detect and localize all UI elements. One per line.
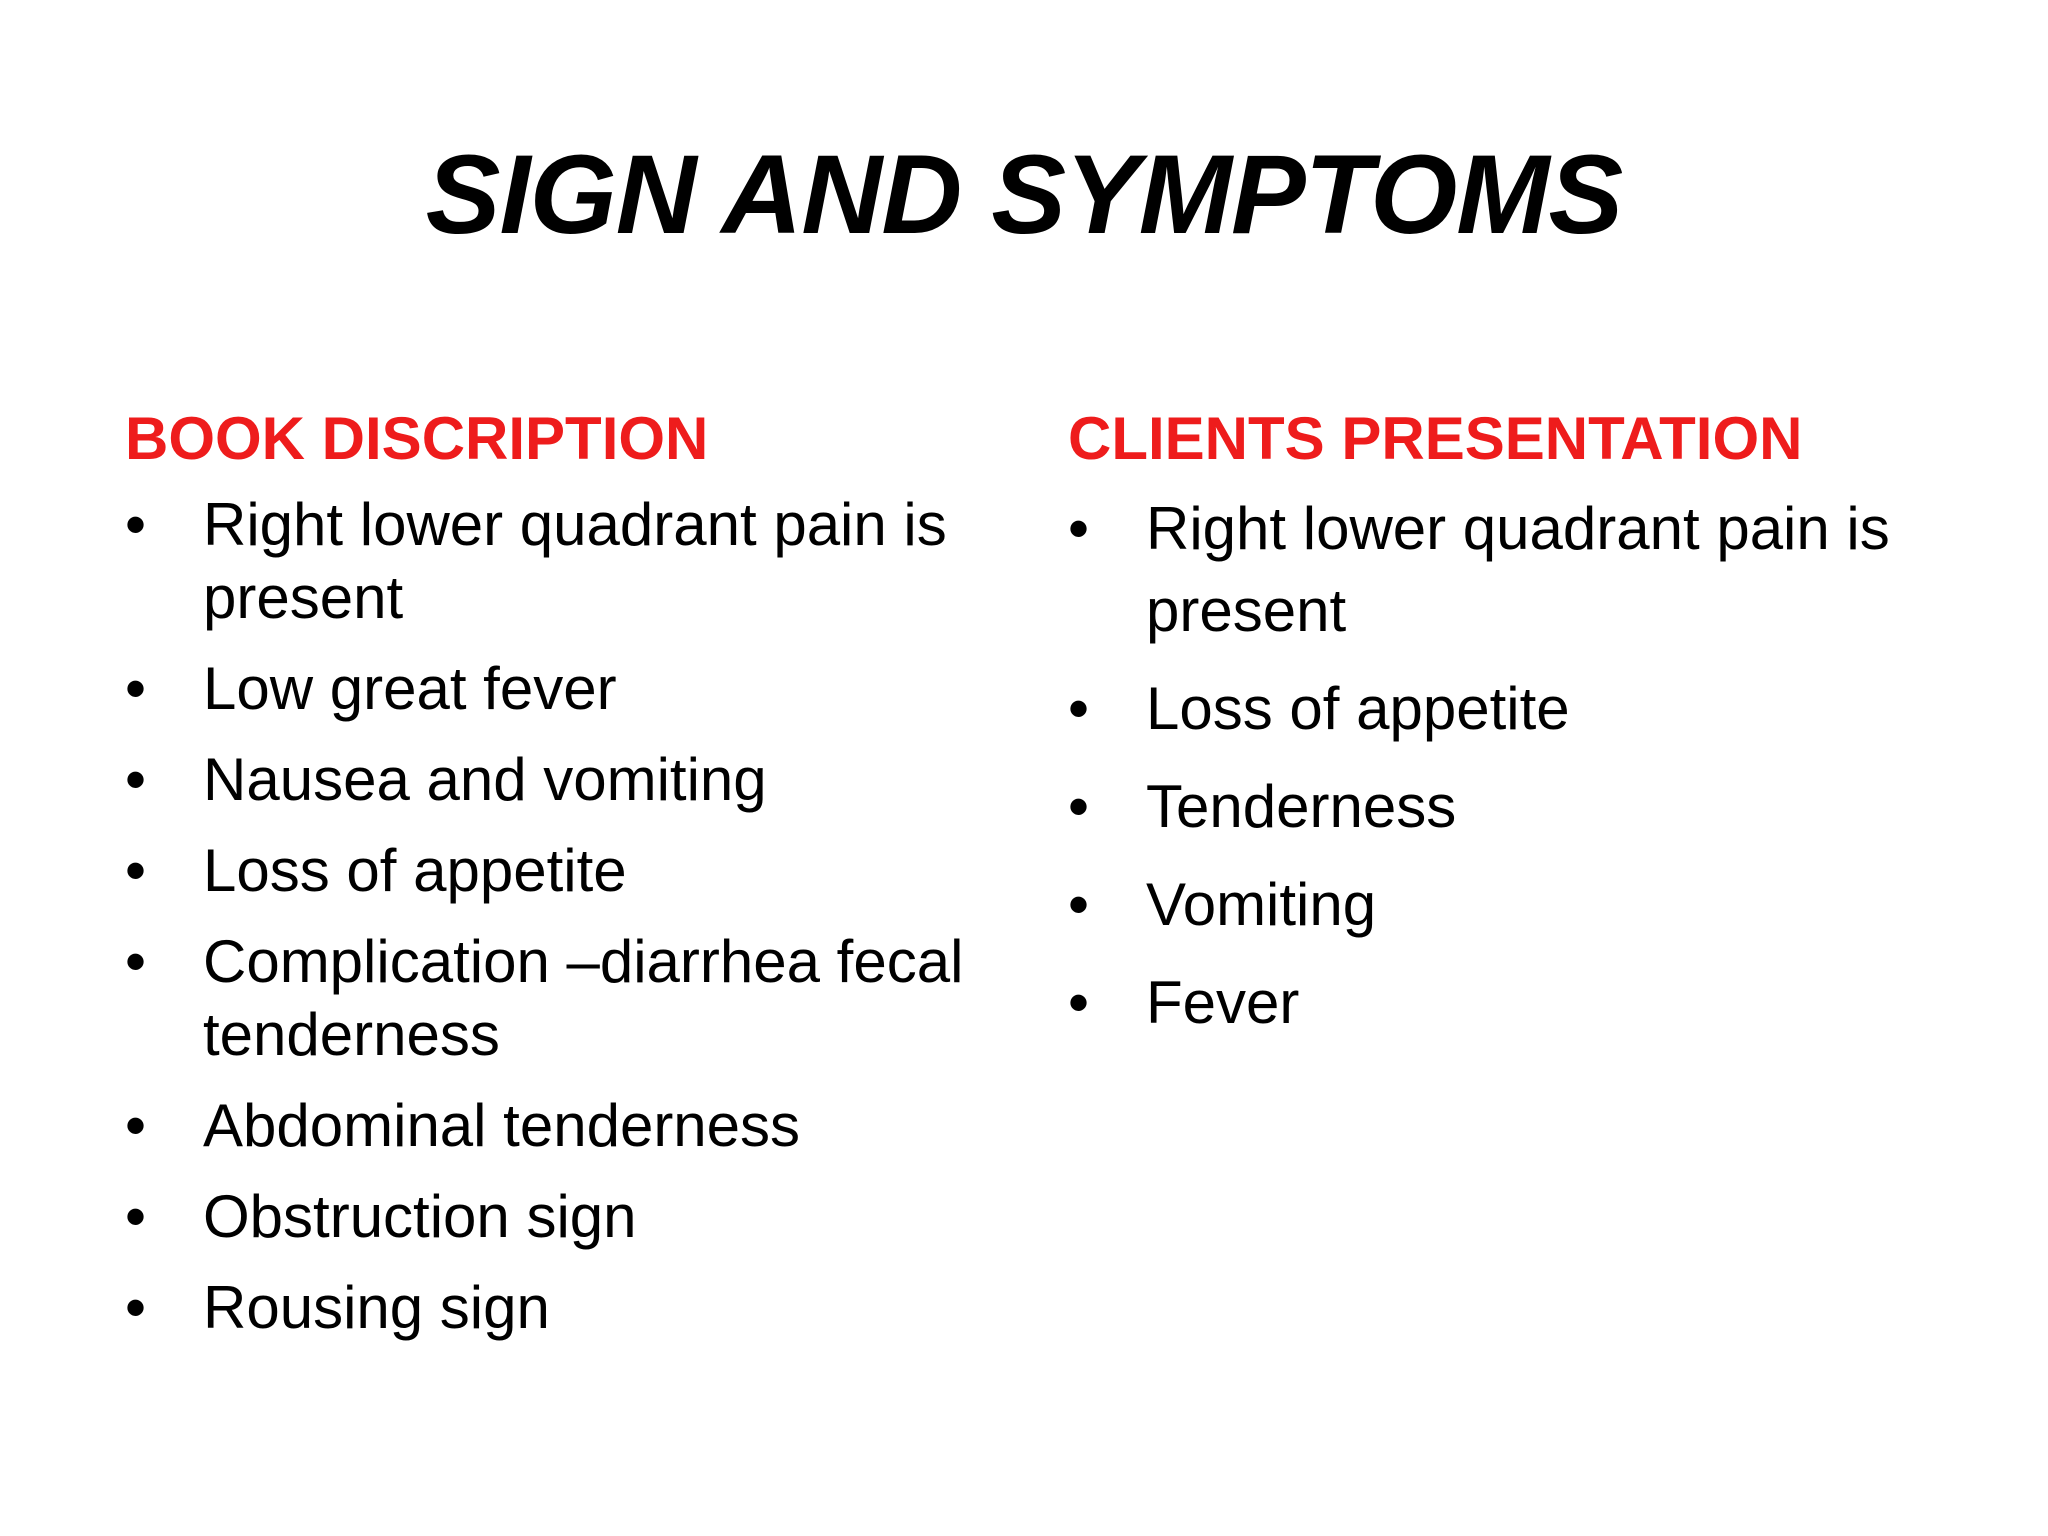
bullet-icon: • xyxy=(1068,495,1090,562)
list-item-text: Loss of appetite xyxy=(203,837,627,904)
list-item: • Loss of appetite xyxy=(1068,668,1968,750)
list-item: • Loss of appetite xyxy=(125,834,1005,907)
clients-presentation-column: CLIENTS PRESENTATION • Right lower quadra… xyxy=(1068,398,1968,1060)
list-item: • Low great fever xyxy=(125,652,1005,725)
bullet-icon: • xyxy=(1068,969,1090,1036)
list-item: • Abdominal tenderness xyxy=(125,1089,1005,1162)
list-item: • Tenderness xyxy=(1068,766,1968,848)
bullet-icon: • xyxy=(125,655,147,722)
book-description-heading: BOOK DISCRIPTION xyxy=(125,405,709,472)
clients-presentation-list: • Right lower quadrant pain is present • Lo… xyxy=(1068,488,1968,1044)
bullet-icon: • xyxy=(125,1092,147,1159)
list-item: • Rousing sign xyxy=(125,1271,1005,1344)
list-item-text: Abdominal tenderness xyxy=(203,1092,801,1159)
list-item-text: Low great fever xyxy=(203,655,617,722)
list-item-text: Obstruction sign xyxy=(203,1183,637,1250)
list-item-text: Right lower quadrant pain is present xyxy=(203,491,947,631)
bullet-icon: • xyxy=(1068,871,1090,938)
bullet-icon: • xyxy=(125,837,147,904)
list-item-text: Tenderness xyxy=(1146,773,1457,840)
list-item: • Nausea and vomiting xyxy=(125,743,1005,816)
list-item: • Vomiting xyxy=(1068,864,1968,946)
bullet-icon: • xyxy=(125,491,147,558)
list-item-text: Fever xyxy=(1146,969,1300,1036)
clients-presentation-heading: CLIENTS PRESENTATION xyxy=(1068,405,1803,472)
list-item-text: Loss of appetite xyxy=(1146,675,1570,742)
book-description-column: BOOK DISCRIPTION • Right lower quadrant p… xyxy=(125,398,1005,1362)
list-item: • Obstruction sign xyxy=(125,1180,1005,1253)
list-item: • Right lower quadrant pain is present xyxy=(125,488,1005,634)
book-description-list: • Right lower quadrant pain is present • Lo… xyxy=(125,488,1005,1344)
bullet-icon: • xyxy=(125,928,147,995)
bullet-icon: • xyxy=(1068,675,1090,742)
list-item-text: Nausea and vomiting xyxy=(203,746,767,813)
list-item-text: Vomiting xyxy=(1146,871,1377,938)
list-item: • Right lower quadrant pain is present xyxy=(1068,488,1968,652)
list-item-text: Complication –diarrhea fecal tenderness xyxy=(203,928,964,1068)
bullet-icon: • xyxy=(1068,773,1090,840)
list-item: • Fever xyxy=(1068,962,1968,1044)
bullet-icon: • xyxy=(125,746,147,813)
bullet-icon: • xyxy=(125,1183,147,1250)
list-item-text: Rousing sign xyxy=(203,1274,550,1341)
slide-title: SIGN AND SYMPTOMS xyxy=(425,132,1623,257)
list-item-text: Right lower quadrant pain is present xyxy=(1146,495,1890,644)
list-item: • Complication –diarrhea fecal tenderness xyxy=(125,925,1005,1071)
bullet-icon: • xyxy=(125,1274,147,1341)
